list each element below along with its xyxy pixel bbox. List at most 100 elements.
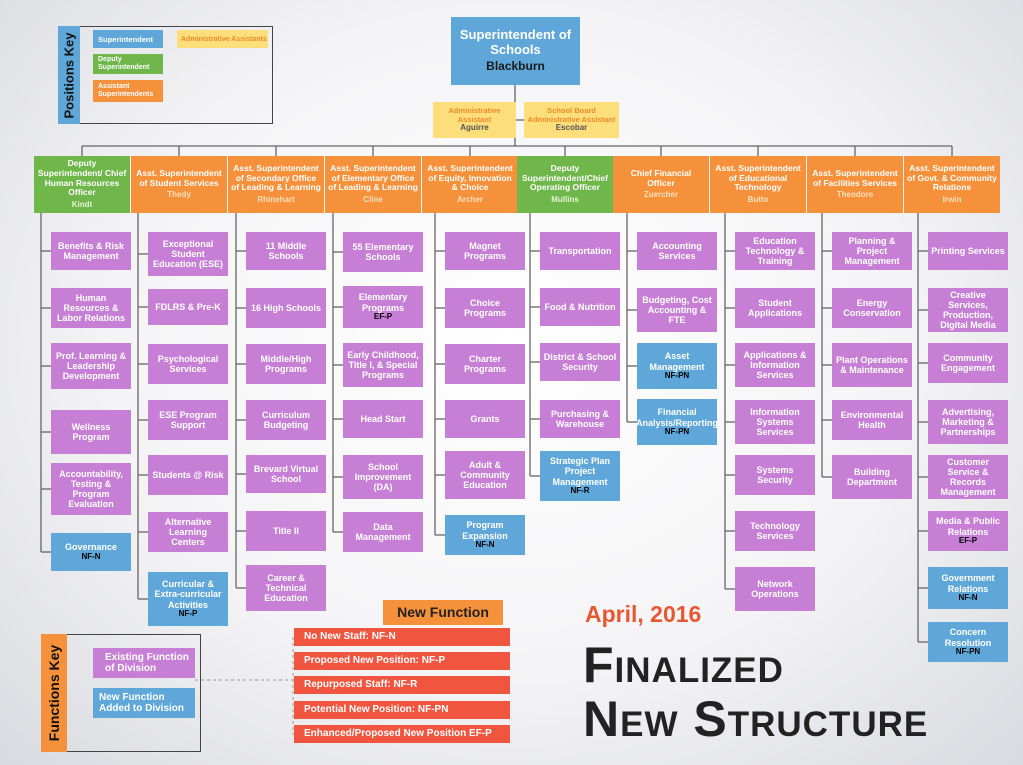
function-box: Charter Programs [445, 344, 525, 384]
division-title: Asst. Superintendent of Elementary Offic… [328, 163, 418, 193]
function-label: 55 Elementary Schools [352, 241, 414, 262]
function-box: Title II [246, 511, 326, 551]
function-label: ESE Program Support [159, 409, 217, 430]
function-label: Grants [470, 413, 500, 424]
function-label: Energy Conservation [843, 297, 901, 318]
key-existing-function: Existing Function of Division [93, 648, 195, 678]
function-box: Curricular & Extra-curricular Activities… [148, 572, 228, 626]
new-function-item-label: No New Staff: NF-N [304, 631, 396, 643]
function-label: Government Relations [941, 573, 995, 594]
function-label: Psychological Services [157, 353, 219, 374]
function-label: Governance [64, 542, 118, 553]
function-box: Environmental Health [832, 400, 912, 440]
division-header: Asst. Superintendent of Educational Tech… [710, 156, 806, 213]
function-label: Middle/High Programs [260, 353, 312, 374]
function-label: Wellness Program [71, 421, 111, 442]
function-label: Planning & Project Management [844, 235, 900, 267]
function-box: Adult & Community Education [445, 451, 525, 499]
function-box: 11 Middle Schools [246, 232, 326, 270]
function-label: Student Applications [747, 297, 802, 318]
function-box: Benefits & Risk Management [51, 232, 131, 270]
function-box: Information Systems Services [735, 400, 815, 444]
function-code: NF-N [958, 592, 978, 602]
function-box: 55 Elementary Schools [343, 232, 423, 272]
function-code: NF-PN [664, 426, 690, 436]
function-label: Accountability, Testing & Program Evalua… [59, 468, 123, 510]
function-label: Title II [273, 525, 299, 536]
function-box: Plant Operations & Maintenance [832, 343, 912, 387]
division-head-name: Rhinehart [257, 194, 295, 204]
function-box: Transportation [540, 232, 620, 270]
function-label: Human Resources & Labor Relations [56, 292, 125, 324]
function-label: Plant Operations & Maintenance [835, 354, 908, 375]
division-header: Asst. Superintendent of Facilities Servi… [807, 156, 903, 213]
division-head-name: Irwin [942, 194, 962, 204]
division-header: Asst. Superintendent of Student Services… [131, 156, 227, 213]
function-code: NF-PN [664, 370, 690, 380]
function-label: Purchasing & Warehouse [550, 408, 609, 429]
assistant-name: Aguirre [460, 122, 489, 132]
function-label: Environmental Health [840, 409, 904, 430]
new-function-item: No New Staff: NF-N [294, 628, 510, 646]
function-label: Prof. Learning & Leadership Development [55, 350, 126, 382]
function-box: Applications & Information Services [735, 343, 815, 387]
key-link-line [195, 637, 294, 735]
function-box: Customer Service & Records Management [928, 455, 1008, 499]
function-box: Creative Services, Production, Digital M… [928, 288, 1008, 332]
function-box: Psychological Services [148, 344, 228, 384]
division-title: Asst. Superintendent of Secondary Office… [231, 163, 321, 193]
function-label: Financial Analysis/Reporting [637, 407, 717, 428]
function-label: Education Technology & Training [745, 235, 805, 267]
function-box: Exceptional Student Education (ESE) [148, 232, 228, 276]
function-code: EF-P [958, 535, 978, 545]
new-function-item-label: Repurposed Staff: NF-R [304, 679, 418, 691]
function-box: Wellness Program [51, 410, 131, 454]
positions-key-label: Positions Key [58, 26, 80, 124]
function-box: Head Start [343, 400, 423, 438]
new-function-item-label: Proposed New Position: NF-P [304, 655, 446, 667]
function-label: Applications & Information Services [743, 349, 807, 381]
function-label: Brevard Virtual School [253, 463, 319, 484]
function-box: Career & Technical Education [246, 565, 326, 611]
function-label: Media & Public Relations [935, 516, 1000, 537]
function-box: Energy Conservation [832, 288, 912, 328]
assistant-name: Escobar [555, 122, 588, 132]
new-function-item-label: Enhanced/Proposed New Position EF-P [304, 728, 492, 740]
division-head-name: Butto [747, 194, 769, 204]
function-box: Brevard Virtual School [246, 455, 326, 493]
function-label: 16 High Schools [250, 302, 321, 313]
function-label: Customer Service & Records Management [940, 456, 996, 498]
function-box: Food & Nutrition [540, 288, 620, 326]
key-administrative-assistants: Administrative Assistants [177, 30, 268, 48]
division-title: Asst. Superintendent of Facilities Servi… [812, 168, 898, 188]
division-title: Chief Financial Officer [630, 168, 692, 188]
function-label: 11 Middle Schools [265, 240, 307, 261]
function-box: Network Operations [735, 567, 815, 611]
headline-finalized: Finalized [583, 637, 784, 693]
function-label: Benefits & Risk Management [57, 240, 125, 261]
function-box: Systems Security [735, 455, 815, 495]
function-box: Human Resources & Labor Relations [51, 288, 131, 328]
function-label: Charter Programs [463, 353, 507, 374]
date-label: April, 2016 [585, 601, 702, 627]
function-label: Program Expansion [462, 520, 508, 541]
function-box: FDLRS & Pre-K [148, 289, 228, 325]
division-title: Asst. Superintendent of Educational Tech… [715, 163, 801, 193]
division-header: Asst. Superintendent of Govt. & Communit… [904, 156, 1000, 213]
function-label: FDLRS & Pre-K [155, 301, 221, 312]
function-label: Community Engagement [940, 352, 995, 373]
function-label: Food & Nutrition [544, 301, 616, 312]
division-head-name: Mullins [551, 194, 579, 204]
function-box: Planning & Project Management [832, 232, 912, 270]
division-title: Asst. Superintendent of Equity, Innovati… [427, 163, 513, 193]
division-head-name: Kindt [71, 199, 93, 209]
function-label: Transportation [548, 245, 612, 256]
function-box: Building Department [832, 455, 912, 499]
key-assistant-superintendents: Assistant Superintendents [93, 80, 163, 102]
function-box: Alternative Learning Centers [148, 512, 228, 552]
